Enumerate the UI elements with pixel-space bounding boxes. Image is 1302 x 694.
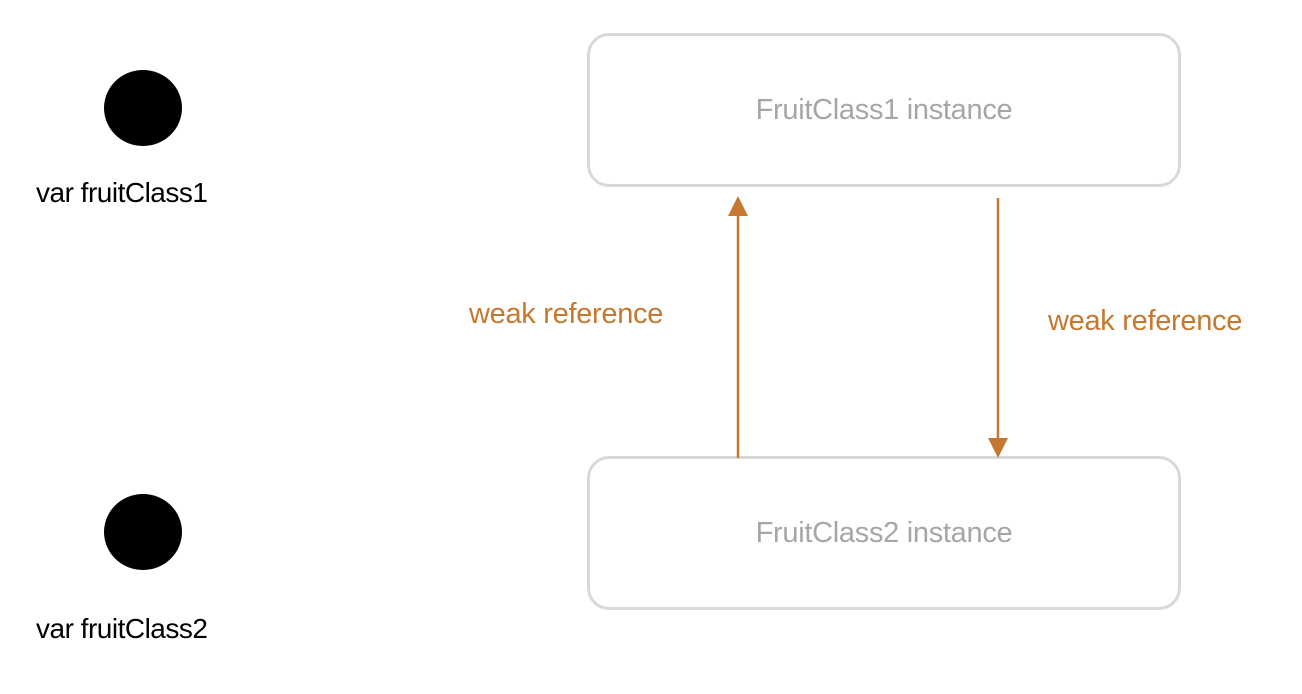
arrow-down-weak-reference — [988, 198, 1008, 458]
variable-dot-fruitclass1 — [104, 70, 182, 146]
variable-dot-fruitclass2 — [104, 494, 182, 570]
arrow-up-weak-reference — [728, 196, 748, 458]
instance-box-fruitclass2: FruitClass2 instance — [587, 456, 1181, 610]
instance-label-fruitclass1: FruitClass1 instance — [755, 93, 1013, 126]
instance-box-fruitclass1: FruitClass1 instance — [587, 33, 1181, 187]
variable-label-fruitclass1: var fruitClass1 — [36, 177, 208, 208]
reference-label-upward: weak reference — [469, 298, 664, 330]
reference-label-downward: weak reference — [1048, 305, 1243, 337]
variable-label-fruitclass2: var fruitClass2 — [36, 613, 208, 644]
instance-label-fruitclass2: FruitClass2 instance — [755, 516, 1013, 549]
